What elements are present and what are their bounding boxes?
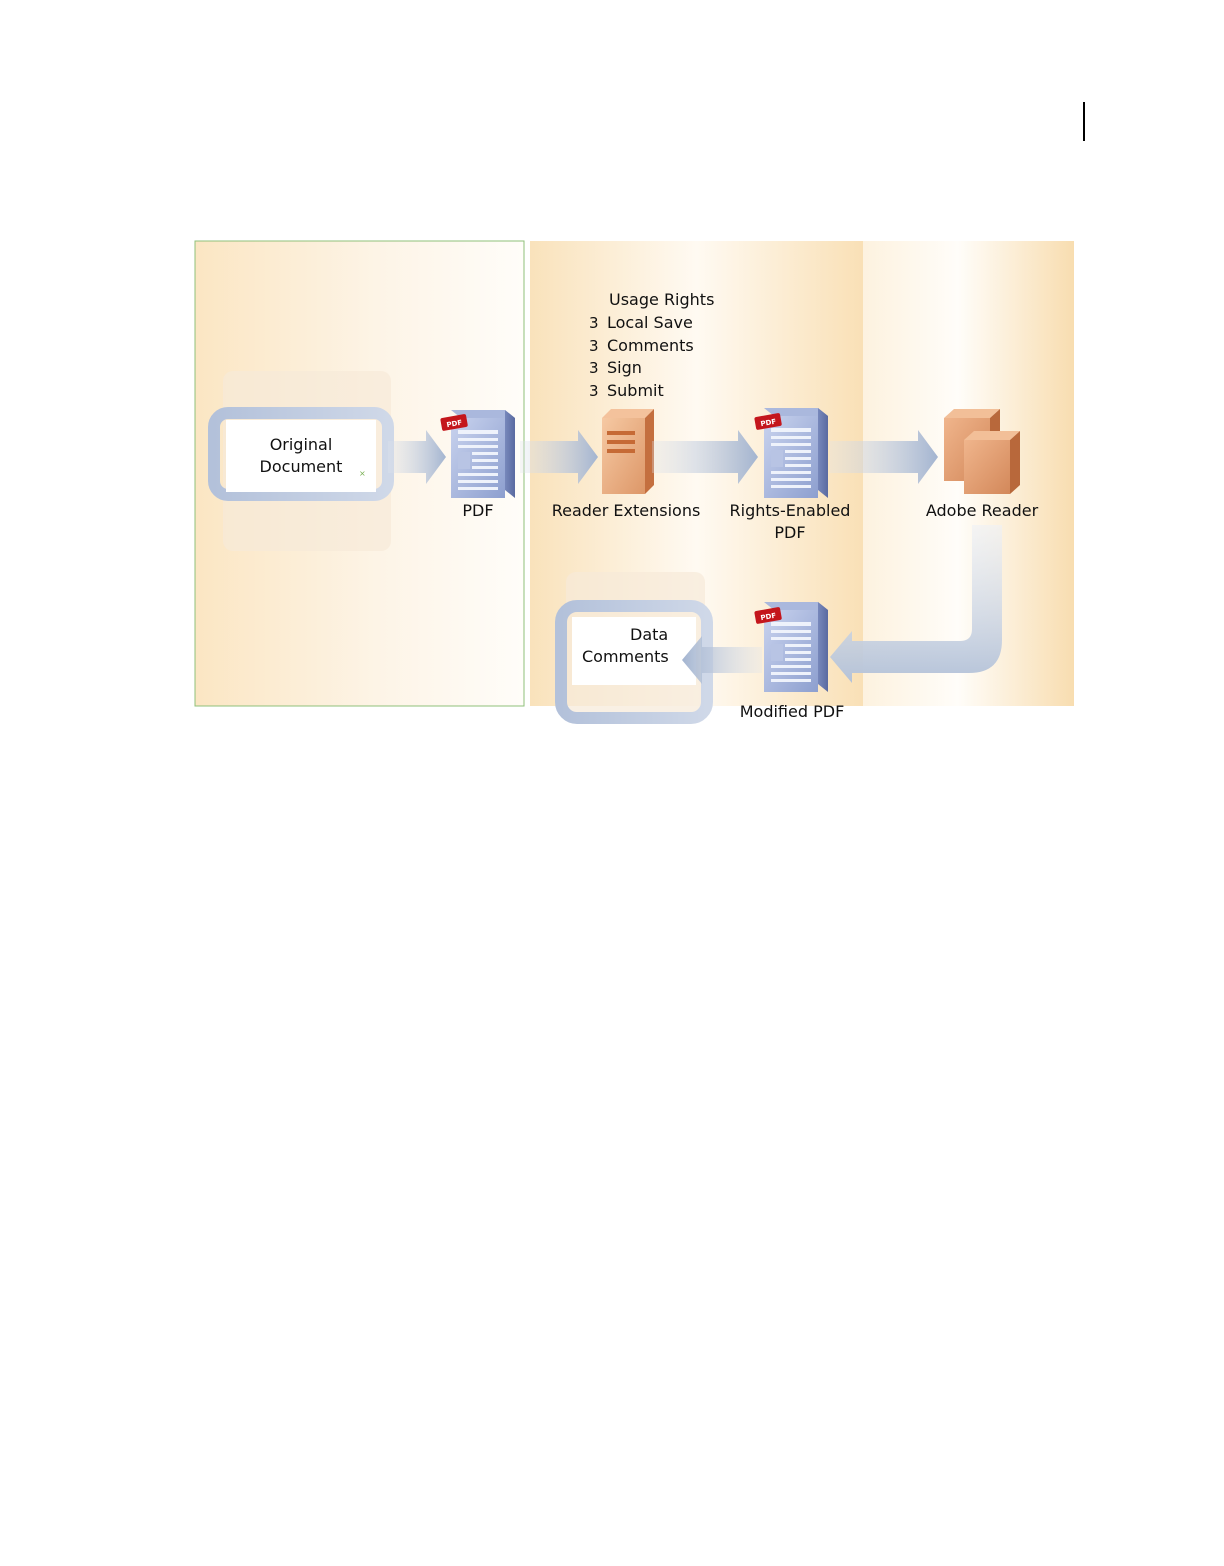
- usage-rights-title: Usage Rights: [609, 290, 715, 309]
- data-comments-label: Data Comments: [576, 624, 686, 668]
- usage-right-item: 3 Comments: [589, 335, 694, 358]
- usage-right-sign: Sign: [607, 358, 642, 377]
- pdf-badge-text: PDF: [760, 612, 777, 623]
- pdf-badge-text: PDF: [446, 419, 463, 430]
- pdf-document-icon: PDF: [440, 410, 515, 498]
- original-document-line1: Original: [269, 435, 333, 454]
- adobe-reader-icon: [944, 409, 1020, 494]
- reader-extensions-server-icon: [602, 409, 654, 494]
- modified-pdf-label: Modified PDF: [739, 702, 845, 721]
- reader-extensions-workflow-diagram: × PDF: [0, 0, 1224, 760]
- rights-enabled-pdf-line2: PDF: [774, 523, 806, 542]
- page-header-rule: [1083, 102, 1085, 141]
- usage-right-item: 3 Sign: [589, 357, 694, 380]
- check-mark-icon: 3: [589, 381, 599, 400]
- check-mark-icon: 3: [589, 314, 599, 332]
- usage-right-submit: Submit: [607, 380, 664, 400]
- usage-right-local-save: Local Save: [607, 313, 693, 332]
- usage-right-item: 3 Submit: [589, 380, 694, 403]
- arrow-server-to-rights-pdf: [652, 430, 758, 484]
- adobe-reader-label: Adobe Reader: [925, 501, 1039, 520]
- original-document-card: [226, 420, 376, 492]
- rights-enabled-pdf-icon: PDF: [754, 408, 828, 498]
- check-mark-icon: 3: [589, 336, 599, 355]
- reader-extensions-label: Reader Extensions: [551, 501, 701, 520]
- check-mark-icon: 3: [589, 359, 599, 377]
- arrow-pdf-to-server: [520, 430, 598, 484]
- arrow-rights-pdf-to-reader: [830, 430, 938, 484]
- arrow-reader-to-modified-pdf: [830, 525, 1002, 683]
- data-comments-card: [572, 617, 696, 685]
- usage-right-comments: Comments: [607, 335, 694, 355]
- data-comments-line1: Data: [630, 625, 669, 644]
- arrow-modified-pdf-to-data: [682, 636, 762, 684]
- arrow-original-to-pdf: [388, 430, 446, 484]
- pdf-label: PDF: [462, 501, 494, 520]
- usage-right-item: 3 Local Save: [589, 312, 694, 335]
- rights-enabled-pdf-line1: Rights-Enabled: [729, 501, 851, 520]
- cursor-mark: ×: [359, 469, 366, 478]
- data-comments-line2: Comments: [582, 647, 669, 666]
- rights-enabled-pdf-label: Rights-Enabled PDF: [720, 500, 860, 544]
- modified-pdf-icon: PDF: [754, 602, 828, 692]
- original-document-line2: Document: [259, 457, 343, 476]
- original-document-label: Original Document: [240, 434, 362, 478]
- diagram-canvas: × PDF: [194, 240, 1074, 724]
- pdf-badge-text: PDF: [760, 418, 777, 429]
